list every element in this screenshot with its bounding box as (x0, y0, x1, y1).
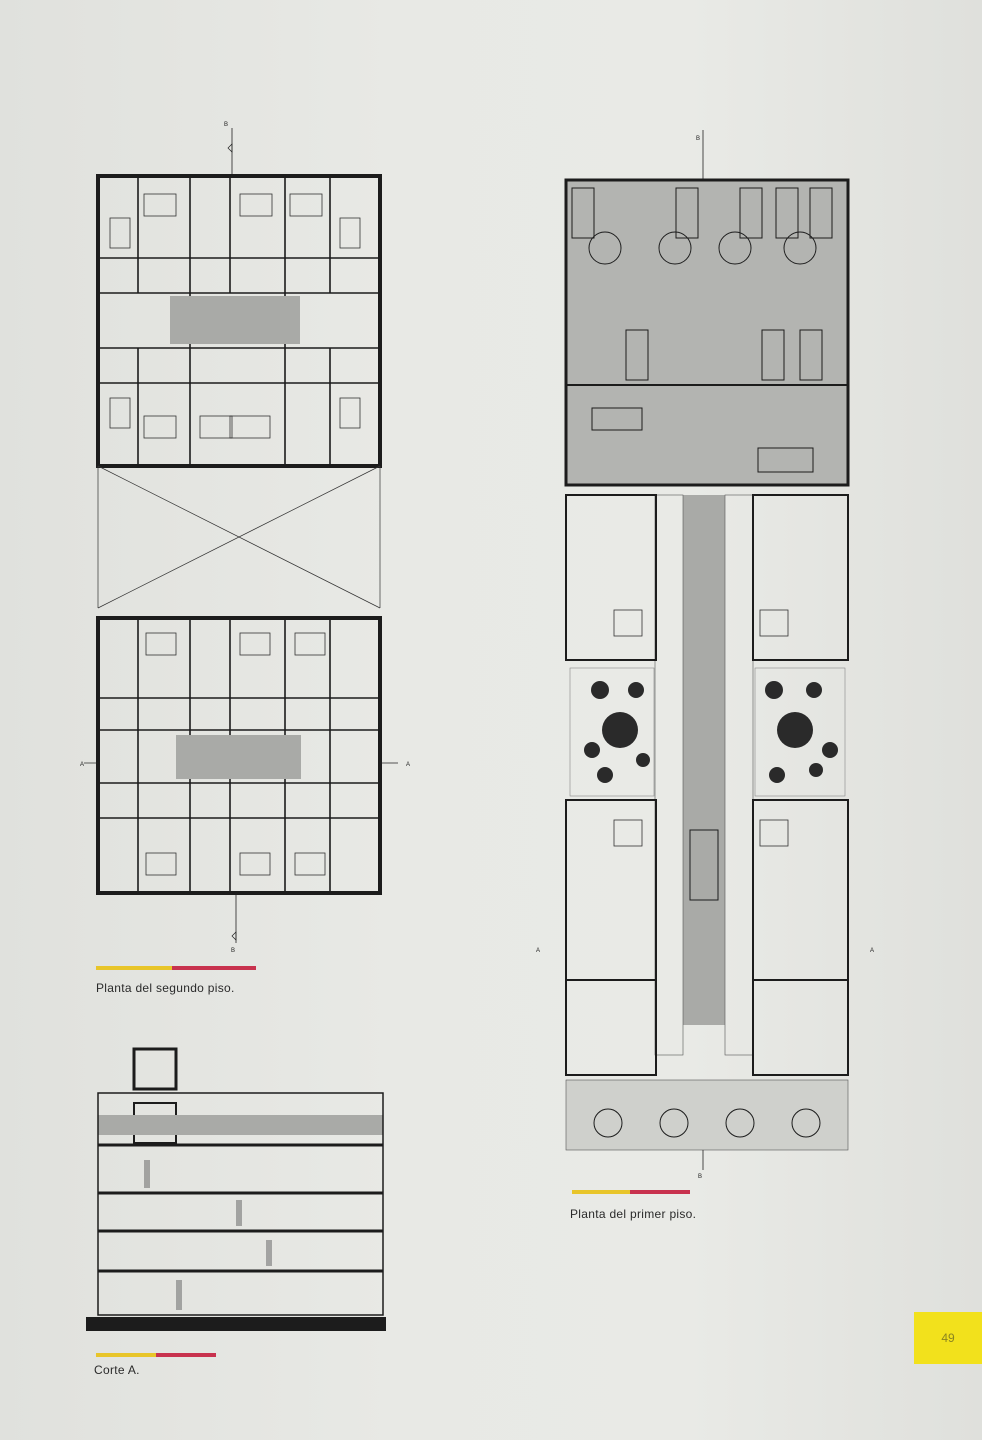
section-a-mark-left: A (536, 948, 540, 954)
section-b-mark-top: B (696, 136, 700, 142)
second-floor-plan: B (80, 122, 410, 954)
page-number: 49 (914, 1312, 982, 1364)
section-a-drawing (86, 1047, 386, 1331)
caption-bar-yellow (96, 966, 172, 970)
section-caption: Corte A. (94, 1363, 140, 1377)
caption-bar-yellow (572, 1190, 630, 1194)
caption-bar-crimson (630, 1190, 690, 1194)
section-b-mark-bottom: B (231, 948, 235, 954)
caption-bar-yellow (96, 1353, 156, 1357)
second-floor-caption: Planta del segundo piso. (96, 981, 235, 995)
caption-bar-crimson (156, 1353, 216, 1357)
section-b-mark: B (224, 122, 228, 128)
section-b-mark-bottom: B (698, 1174, 702, 1180)
first-floor-caption: Planta del primer piso. (570, 1207, 697, 1221)
caption-bar-crimson (172, 966, 256, 970)
section-a-mark-right: A (870, 948, 874, 954)
section-a-mark-right: A (406, 762, 410, 768)
section-a-mark-left: A (80, 762, 84, 768)
first-floor-plan: B (536, 130, 874, 1180)
